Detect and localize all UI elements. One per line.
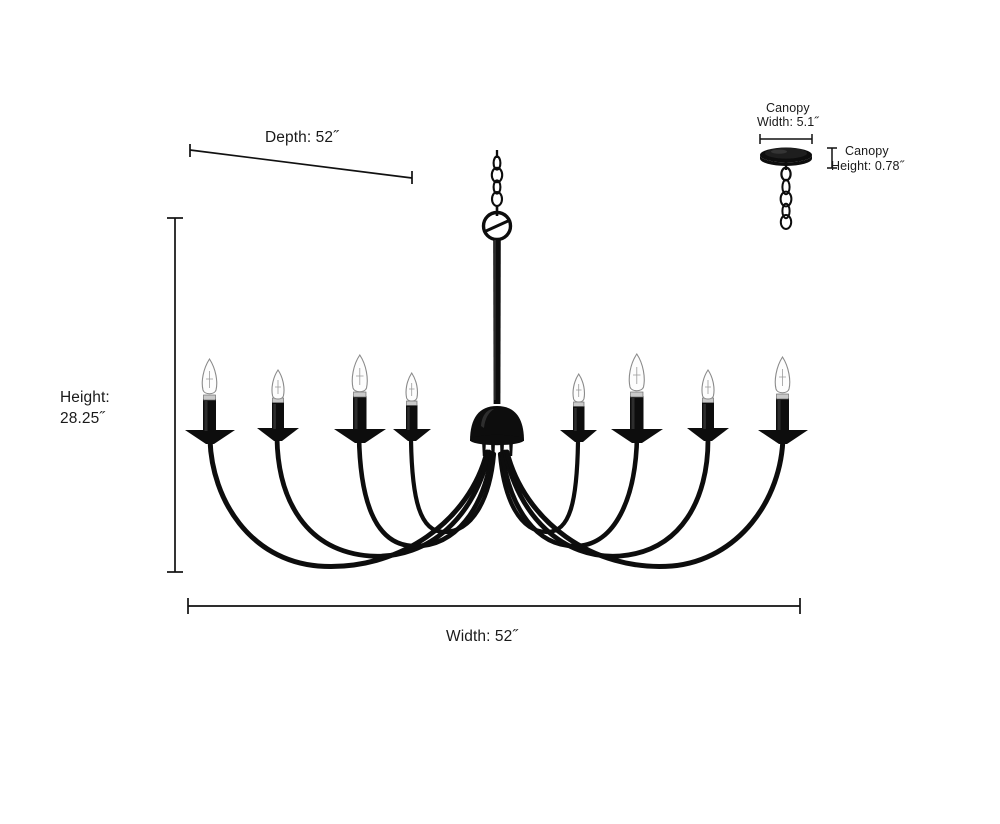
canopy-chain-link-2 [779, 190, 793, 208]
candle-6 [611, 353, 663, 443]
height-label-line2: 28.25˝ [60, 410, 105, 427]
canopy-chain-link-3 [781, 202, 791, 220]
canopy-height-label-line1: Canopy [845, 144, 889, 158]
canopy-plate-gloss [771, 149, 787, 154]
chandelier-hub [470, 406, 524, 459]
chandelier-arms [207, 433, 786, 569]
hub-dome [470, 406, 524, 441]
candle-7 [687, 369, 729, 441]
candle-7-filament [705, 380, 711, 394]
candle-6-filament [633, 367, 641, 384]
candle-1 [185, 357, 235, 444]
candle-6-socket-collar [630, 391, 644, 398]
candle-3-bobeche [334, 429, 386, 443]
candle-2 [257, 369, 299, 441]
candle-5-socket-collar [573, 401, 585, 407]
arm-left-1 [207, 437, 490, 569]
candle-1-bobeche [185, 430, 235, 444]
candle-5-bobeche [560, 430, 597, 442]
height-dimension: Height: 28.25˝ [60, 217, 183, 573]
candle-5-tube [573, 406, 585, 433]
canopy-width-label-line2: Width: 5.1˝ [757, 115, 819, 129]
chain-link-3 [492, 179, 502, 195]
candle-8-tube-highlight [777, 400, 781, 430]
chain-link-2 [490, 166, 504, 184]
width-label: Width: 52˝ [446, 628, 518, 645]
canopy-width-label-line1: Canopy [766, 101, 810, 115]
depth-dimension-line [189, 149, 413, 179]
candle-4 [393, 371, 431, 441]
candle-1-socket-collar [203, 394, 216, 401]
candle-2-filament [275, 380, 281, 394]
canopy-chain-link-4 [779, 214, 793, 230]
hub-prong-4 [509, 440, 513, 456]
arm-left-4 [408, 437, 497, 535]
arm-right-4 [504, 433, 786, 569]
canopy-height-dimension: Canopy Height: 0.78˝ [827, 144, 905, 173]
candle-5-tube-highlight [574, 408, 577, 431]
ring-ornament-bar [485, 219, 509, 233]
canopy-body [760, 147, 812, 182]
candle-3 [334, 354, 386, 443]
canopy-width-dimension: Canopy Width: 5.1˝ [757, 101, 819, 144]
candle-6-tube-highlight [631, 398, 635, 429]
candle-3-socket-collar [353, 391, 367, 398]
candle-5-filament [576, 384, 582, 397]
candle-1-filament [206, 371, 213, 388]
candle-1-tube-highlight [204, 401, 208, 431]
stem-rod-highlight [493, 240, 496, 400]
candle-2-tube-highlight [273, 404, 276, 429]
candle-7-tube-highlight [703, 404, 706, 429]
candle-7-bobeche [687, 428, 729, 441]
hub-base-ring [470, 434, 524, 446]
canopy-height-label-line2: Height: 0.78˝ [831, 159, 905, 173]
candle-4-tube [406, 405, 418, 432]
chandelier-chain [490, 150, 504, 216]
candle-2-bobeche [257, 428, 299, 441]
height-label-line1: Height: [60, 389, 110, 406]
canopy-rim [760, 155, 812, 167]
chain-link-1 [492, 155, 502, 171]
arm-left-3 [356, 433, 495, 549]
candle-5 [560, 372, 597, 442]
hub-dome-highlight [481, 409, 494, 428]
candle-3-tube-highlight [354, 398, 358, 429]
candle-4-socket-collar [406, 400, 418, 406]
depth-label: Depth: 52˝ [265, 129, 339, 146]
candle-6-bobeche [611, 429, 663, 443]
candle-4-tube-highlight [407, 407, 410, 430]
candle-8-bobeche [758, 430, 808, 444]
canopy-detail: Canopy Width: 5.1˝ Ca [757, 101, 905, 230]
candle-8-socket-collar [776, 393, 789, 400]
candle-4-filament [409, 383, 415, 396]
width-dimension: Width: 52˝ [187, 598, 801, 645]
arm-right-3 [502, 437, 711, 559]
chandelier-stem [493, 238, 501, 404]
arm-left-2 [274, 435, 492, 559]
canopy-chain-link-1 [781, 178, 791, 196]
canopy-plate-highlight [765, 147, 807, 159]
candle-8-filament [779, 369, 786, 386]
canopy-chain [779, 178, 793, 230]
depth-dimension: Depth: 52˝ [189, 129, 413, 184]
candle-3-filament [356, 368, 364, 385]
candle-8 [758, 355, 808, 444]
candle-4-bobeche [393, 429, 431, 441]
chandelier-illustration [185, 150, 808, 569]
